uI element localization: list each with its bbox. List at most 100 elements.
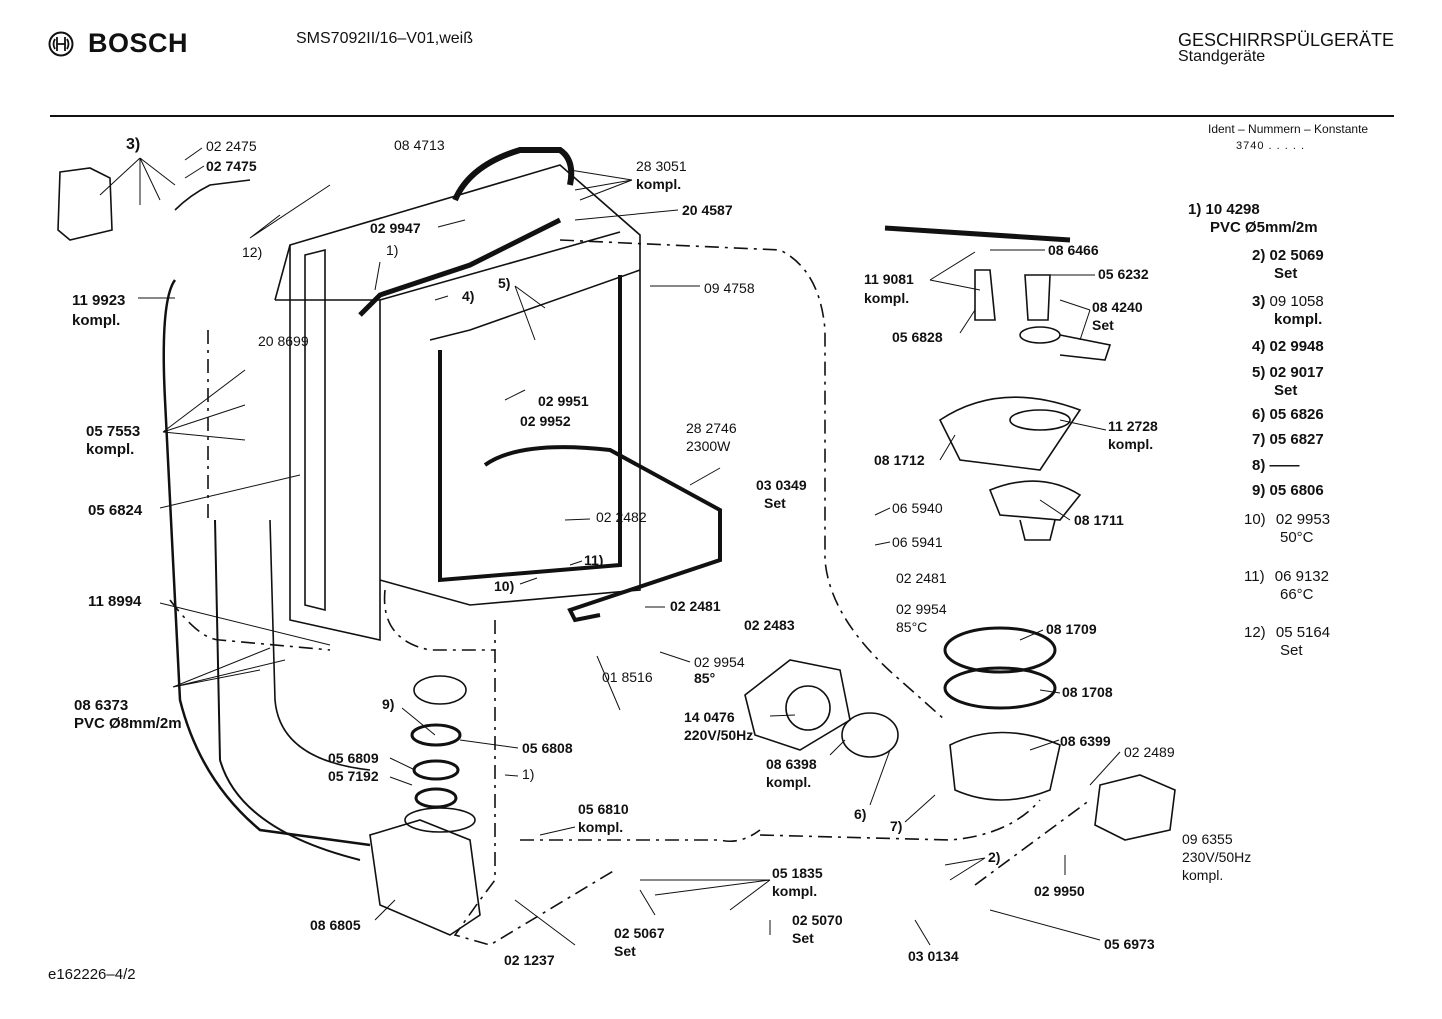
part-label: 08 1711 (1074, 512, 1124, 528)
part-label: 08 6805 (310, 917, 361, 933)
part-label: 02 9950 (1034, 883, 1085, 899)
part-label: 20 8699 (258, 333, 309, 349)
part-label: 85°C (896, 619, 928, 635)
brand-name: BOSCH (88, 28, 189, 58)
part-label: 08 4240 (1092, 299, 1143, 315)
legend-key: 12) (1244, 624, 1266, 641)
legend-sub: Set (1280, 642, 1303, 659)
part-label: 5) (498, 275, 511, 291)
part-label: 28 3051 (636, 158, 687, 174)
part-label: 05 7192 (328, 768, 379, 784)
legend-value: 02 9948 (1269, 338, 1324, 355)
legend-sub: 66°C (1280, 586, 1314, 603)
part-label: kompl. (772, 883, 818, 899)
part-label: 28 2746 (686, 420, 737, 436)
part-label: 05 7553 (86, 423, 141, 440)
part-label: 08 1709 (1046, 621, 1097, 637)
part-label: 08 6466 (1048, 242, 1099, 258)
part-label: 230V/50Hz (1182, 849, 1252, 865)
legend-item: 4) 02 9948 (1252, 338, 1324, 356)
part-label: 02 2481 (670, 598, 721, 614)
part-label: 02 7475 (206, 158, 257, 174)
part-label: 11 8994 (88, 593, 142, 610)
part-label: 08 6398 (766, 756, 817, 772)
legend-item: 2) 02 5069 Set (1252, 247, 1324, 283)
part-label: 11 2728 (1108, 418, 1158, 434)
legend-key: 8) (1252, 457, 1266, 474)
part-label: 08 1712 (874, 452, 925, 468)
part-label: 02 2482 (596, 509, 647, 525)
part-label: 220V/50Hz (684, 727, 754, 743)
part-label: 06 5940 (892, 500, 943, 516)
part-label: 1) (386, 242, 399, 258)
legend-value: —— (1269, 457, 1300, 474)
part-label: 08 4713 (394, 137, 445, 153)
part-label: 02 2481 (896, 570, 947, 586)
part-label: 02 9954 (896, 601, 947, 617)
part-label: kompl. (1108, 436, 1154, 452)
document-id: e162226–4/2 (48, 966, 136, 983)
legend-value: 02 5069 (1269, 247, 1324, 264)
part-label: 05 6808 (522, 740, 573, 756)
legend-value: 05 6827 (1269, 431, 1324, 448)
part-label: 05 6824 (88, 502, 143, 519)
model-number: SMS7092II/16–V01,weiß (296, 30, 473, 47)
part-label: kompl. (864, 290, 910, 306)
part-label: 14 0476 (684, 709, 735, 725)
part-label: 08 6373 (74, 697, 129, 714)
part-label: 12) (242, 244, 263, 260)
part-label: 05 6828 (892, 329, 943, 345)
legend-value: 05 5164 (1275, 624, 1331, 641)
legend-sub: Set (1274, 265, 1298, 282)
part-label: 08 6399 (1060, 733, 1111, 749)
part-label: kompl. (578, 819, 624, 835)
legend-key: 4) (1252, 338, 1266, 355)
legend-sub: 50°C (1280, 529, 1314, 546)
legend-value: 09 1058 (1269, 293, 1324, 310)
part-label: 05 6232 (1098, 266, 1149, 282)
legend-item: 9) 05 6806 (1252, 482, 1324, 500)
part-label: kompl. (1182, 867, 1224, 883)
legend-item: 1) 10 4298 PVC Ø5mm/2m (1188, 201, 1318, 237)
category-title: GESCHIRRSPÜLGERÄTE (1178, 30, 1395, 50)
legend-sub: PVC Ø5mm/2m (1210, 219, 1318, 236)
legend-key: 6) (1252, 406, 1266, 423)
part-label: kompl. (86, 441, 135, 458)
part-label: Set (614, 943, 636, 959)
legend-item: 5) 02 9017 Set (1252, 364, 1324, 400)
part-label: 01 8516 (602, 669, 653, 685)
part-label: 2300W (686, 438, 731, 454)
legend-item: 11) 06 9132 66°C (1244, 568, 1329, 604)
part-label: 7) (890, 818, 903, 834)
part-label: 03 0349 (756, 477, 807, 493)
legend-value: 02 9953 (1275, 511, 1331, 528)
part-label: 4) (462, 288, 475, 304)
legend-value: 02 9017 (1269, 364, 1324, 381)
legend-item: 12) 05 5164 Set (1244, 624, 1330, 660)
legend-key: 1) (1188, 201, 1202, 218)
part-label: 03 0134 (908, 948, 959, 964)
legend-key: 2) (1252, 247, 1266, 264)
part-label: 11 9081 (864, 271, 914, 287)
brand-header: BOSCH (48, 28, 188, 59)
legend-item: 7) 05 6827 (1252, 431, 1324, 449)
legend-value: 05 6826 (1269, 406, 1324, 423)
legend-value: 06 9132 (1274, 568, 1329, 585)
part-label: 02 9954 (694, 654, 745, 670)
part-label: 02 1237 (504, 952, 555, 968)
part-label: 11) (584, 552, 604, 568)
part-label: 3) (126, 136, 141, 153)
ident-label: Ident – Nummern – Konstante (1208, 122, 1369, 136)
part-label: Set (1092, 317, 1114, 333)
bosch-logo-icon (48, 31, 74, 56)
legend-key: 3) (1252, 293, 1266, 310)
legend-key: 9) (1252, 482, 1266, 499)
part-label: 08 1708 (1062, 684, 1113, 700)
part-label: 2) (988, 849, 1001, 865)
part-label: 09 4758 (704, 280, 755, 296)
part-label: 10) (494, 578, 515, 594)
part-label: 02 9947 (370, 220, 421, 236)
legend-item: 10) 02 9953 50°C (1244, 511, 1330, 547)
